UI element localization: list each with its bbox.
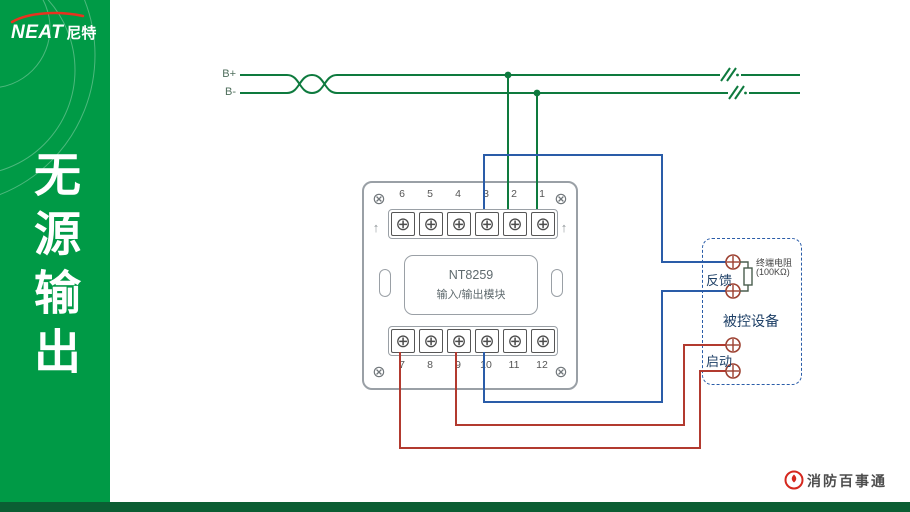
controlled-device-label: 被控设备 xyxy=(723,313,779,329)
terminal-number: 10 xyxy=(480,359,492,371)
brand-name-cn: 尼特 xyxy=(66,25,97,42)
terminal-screw-icon: ⊕ xyxy=(419,212,443,236)
terminal-number: 6 xyxy=(399,188,405,200)
sidebar-banner: NEAT 尼特 无源输出 xyxy=(0,0,110,512)
terminal-screw-icon: ⊕ xyxy=(391,212,415,236)
brand-name-en: NEAT xyxy=(11,22,64,43)
terminal-screw-icon: ⊕ xyxy=(503,329,527,353)
terminal-number: 7 xyxy=(399,359,405,371)
top-terminal-block: ⊕ ⊕ ⊕ ⊕ ⊕ ⊕ xyxy=(388,209,558,239)
terminal-number: 8 xyxy=(427,359,433,371)
arrow-up-icon: ↑ xyxy=(372,220,380,235)
terminal-number: 12 xyxy=(536,359,548,371)
bus-negative-label: B- xyxy=(225,86,236,98)
bottom-terminal-block: ⊕ ⊕ ⊕ ⊕ ⊕ ⊕ xyxy=(388,326,558,356)
terminal-screw-icon: ⊕ xyxy=(531,329,555,353)
terminal-screw-icon: ⊕ xyxy=(447,329,471,353)
terminal-number: 9 xyxy=(455,359,461,371)
brand-logo: NEAT 尼特 xyxy=(9,10,105,46)
terminal-screw-icon: ⊕ xyxy=(475,329,499,353)
bus-junction-dot xyxy=(533,89,541,97)
terminal-screw-icon: ⊕ xyxy=(447,212,471,236)
footer-bar xyxy=(0,502,910,512)
terminal-resistor-value: (100KΩ) xyxy=(756,267,790,277)
corner-screw-icon: ⊗ xyxy=(372,364,386,381)
terminal-resistor-name: 终端电阻 xyxy=(756,258,793,268)
arrow-up-icon: ↑ xyxy=(560,220,568,235)
bus-positive-label: B+ xyxy=(222,68,236,80)
top-terminal-numbers: 6 5 4 3 2 1 xyxy=(388,188,556,200)
bottom-terminal-numbers: 7 8 9 10 11 12 xyxy=(388,359,556,371)
terminal-number: 2 xyxy=(511,188,517,200)
bus-junction-dot xyxy=(504,71,512,79)
terminal-number: 3 xyxy=(483,188,489,200)
terminal-number: 1 xyxy=(539,188,545,200)
terminal-screw-icon: ⊕ xyxy=(419,329,443,353)
terminal-number: 4 xyxy=(455,188,461,200)
terminal-screw-icon: ⊕ xyxy=(391,329,415,353)
terminal-screw-icon: ⊕ xyxy=(531,212,555,236)
mounting-slot xyxy=(379,269,391,297)
footer-logo-text: 消防百事通 xyxy=(807,473,887,489)
module-label: NT8259 输入/输出模块 xyxy=(404,255,538,315)
page-title-vertical: 无源输出 xyxy=(27,150,80,386)
terminal-number: 5 xyxy=(427,188,433,200)
corner-screw-icon: ⊗ xyxy=(372,191,386,208)
terminal-screw-icon: ⊕ xyxy=(475,212,499,236)
fire-logo-icon xyxy=(784,470,804,490)
banner-decor-arcs xyxy=(0,0,96,196)
terminal-number: 11 xyxy=(508,359,520,371)
module-model: NT8259 xyxy=(448,268,494,282)
module-name: 输入/输出模块 xyxy=(436,289,506,301)
io-module: ⊗ ⊗ ⊗ ⊗ 6 5 4 3 2 1 ⊕ ⊕ ⊕ ⊕ ⊕ ⊕ ↑ ↑ NT82… xyxy=(362,181,578,390)
terminal-screw-icon: ⊕ xyxy=(503,212,527,236)
mounting-slot xyxy=(551,269,563,297)
start-label: 启动 xyxy=(706,354,733,369)
feedback-label: 反馈 xyxy=(706,273,733,288)
logo-swoosh-icon xyxy=(10,11,85,24)
